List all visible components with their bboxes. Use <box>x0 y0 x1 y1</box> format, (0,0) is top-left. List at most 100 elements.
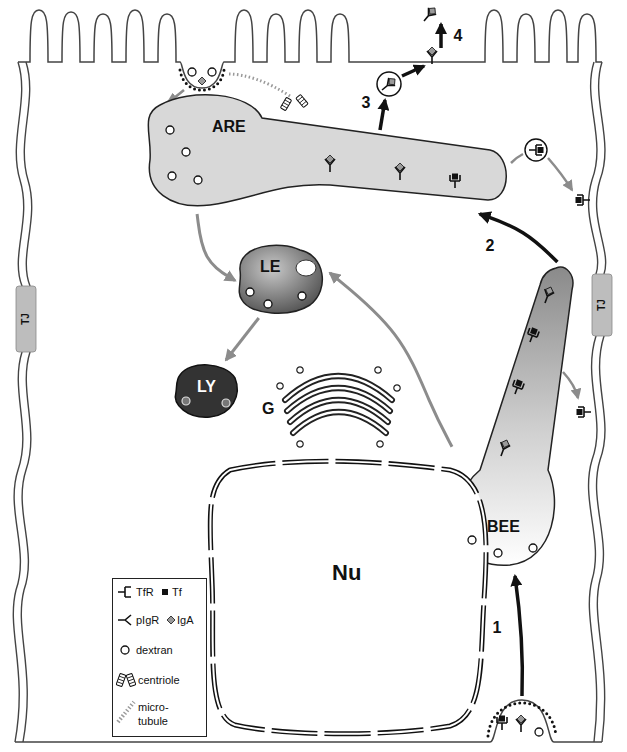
step-number: 3 <box>360 94 373 112</box>
late-endosome: LE <box>235 243 330 318</box>
organelle-label: BEE <box>487 518 520 536</box>
apical-pit-cargo <box>188 68 196 76</box>
microtubule <box>228 74 290 96</box>
recycling-endosome-outline <box>145 90 517 214</box>
recycling-path <box>576 195 591 205</box>
apical-pit-cargo <box>198 77 206 85</box>
late-endosome-outline <box>235 243 330 318</box>
legend-box <box>112 578 207 737</box>
legend-text: micro- tubule <box>138 700 178 728</box>
organelle-shape <box>394 385 400 391</box>
lateral-membrane <box>13 62 605 742</box>
are-cargo <box>182 148 190 156</box>
legend-text: centriole <box>138 673 180 687</box>
step-number: 4 <box>452 27 465 45</box>
transcytosis-path <box>379 75 398 94</box>
nucleus-outline <box>202 455 497 740</box>
coated-pit <box>180 70 224 90</box>
organelle-shape <box>293 412 386 433</box>
le-cargo <box>246 288 254 296</box>
ly-cargo <box>182 397 190 405</box>
organelle-shape <box>210 461 486 734</box>
basal-membrane <box>516 715 526 732</box>
ly-cargo <box>222 399 230 407</box>
organelle-label: ARE <box>212 118 246 136</box>
legend-text: TfR <box>136 585 154 599</box>
centriole <box>280 97 291 110</box>
organelle-shape <box>293 412 386 433</box>
legend-symbols <box>116 673 126 686</box>
bee-cargo <box>494 549 502 557</box>
endocytosis-path <box>515 576 522 696</box>
recycling-path <box>529 145 544 155</box>
are-cargo <box>395 163 405 180</box>
are-cargo <box>166 126 460 188</box>
recycling-endosome: ARE <box>145 90 517 214</box>
organelle-shape <box>375 367 381 373</box>
golgi-stack-outline <box>255 355 405 447</box>
apical-pit-cargo <box>208 68 216 76</box>
le-cargo <box>264 300 272 308</box>
organelle-shape <box>377 441 383 447</box>
junction-label: TJ <box>596 297 608 313</box>
centriole <box>280 94 308 110</box>
organelle-shape <box>210 461 486 734</box>
recycling-path <box>563 372 578 398</box>
legend-text: IgA <box>177 613 194 627</box>
bee-cargo <box>468 285 556 557</box>
transcytosis-path <box>377 72 401 96</box>
lateral-membrane <box>597 62 606 742</box>
apical-membrane <box>18 10 602 90</box>
transcytosis-path <box>420 5 439 24</box>
ly-cargo <box>182 397 230 407</box>
organelle-shape <box>148 95 506 206</box>
legend-entry: IgA <box>177 613 194 627</box>
step-number: 2 <box>484 237 497 255</box>
microtubule <box>228 74 290 96</box>
organelle-shape <box>239 245 322 313</box>
bee-cargo <box>510 379 524 396</box>
le-cargo <box>298 292 306 300</box>
organelle-label: G <box>262 400 274 418</box>
bee-cargo <box>496 438 511 457</box>
recycling-path <box>577 407 592 417</box>
transcytosis-path <box>380 100 385 130</box>
legend-entry: micro- tubule <box>138 700 178 728</box>
lateral-membrane <box>13 62 23 742</box>
legend-entry: Tf <box>172 585 182 599</box>
legend-symbols <box>118 702 134 722</box>
microvilli <box>18 10 602 88</box>
basal-membrane <box>535 728 543 736</box>
recycling-path <box>525 139 547 161</box>
organelle-shape <box>297 441 303 447</box>
basal-membrane <box>497 716 507 731</box>
legend-text: pIgR <box>136 613 159 627</box>
recycling-path <box>548 158 572 190</box>
microtubule-arrow <box>330 273 452 447</box>
are-cargo <box>166 126 174 134</box>
bee-cargo <box>540 285 555 304</box>
nucleus: Nu <box>202 455 497 740</box>
le-cargo <box>296 260 316 276</box>
transcytosis-path <box>427 47 437 64</box>
are-cargo <box>168 172 176 180</box>
transcytosis-path <box>439 24 443 48</box>
basal-membrane <box>488 703 556 736</box>
legend-symbols <box>126 673 136 686</box>
bee-cargo <box>525 327 539 344</box>
golgi-stack: G <box>255 355 405 447</box>
organelle-label: LY <box>197 378 216 396</box>
tight-junction <box>592 274 612 336</box>
legend-entry: pIgR <box>136 613 159 627</box>
legend-symbols <box>121 646 129 654</box>
legend-entry: dextran <box>136 643 173 657</box>
bee-cargo <box>468 536 476 544</box>
microtubule-arrow <box>197 214 235 281</box>
junction-label: TJ <box>20 311 32 327</box>
centriole <box>296 94 308 107</box>
legend-entry: centriole <box>138 673 180 687</box>
endocytosis-path <box>515 576 522 696</box>
legend-symbols <box>118 615 131 625</box>
